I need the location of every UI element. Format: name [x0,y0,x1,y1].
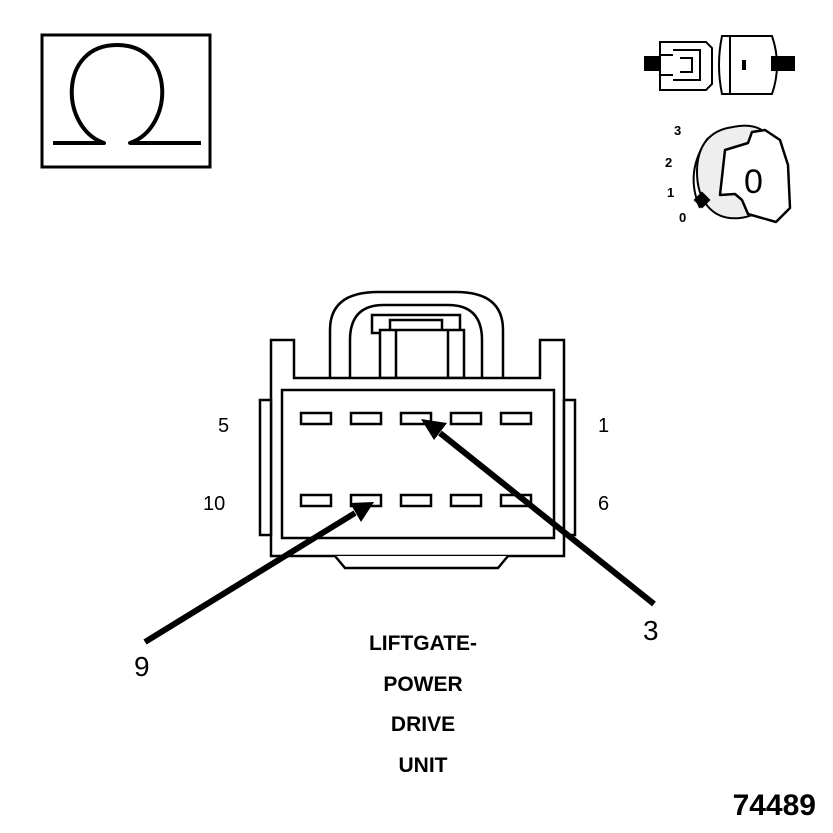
terminal-cavity [299,493,333,508]
terminal-cavity [449,493,483,508]
caption-line-4: UNIT [399,754,448,777]
ignition-key-label: 0 [744,163,763,201]
terminal-cavities [299,411,533,508]
disconnected-connector-icon [644,35,795,95]
terminal-cavity [399,493,433,508]
ignition-pointer-icon [693,191,711,209]
ignition-position-3: 3 [674,123,681,138]
ohm-frame [40,33,212,169]
pin-label-10: 10 [203,493,225,515]
pin-label-6: 6 [598,493,609,515]
ignition-key-switch-icon: 3 2 1 0 0 [665,123,792,225]
terminal-cavity [449,411,483,426]
ignition-key-icon [718,128,792,224]
ignition-position-1: 1 [667,185,674,200]
terminal-cavity [349,411,383,426]
ignition-position-2: 2 [665,155,672,170]
pin-label-5: 5 [218,415,229,437]
ignition-position-0: 0 [679,210,686,225]
callout-label-9: 9 [134,651,150,682]
terminal-cavity [399,411,433,426]
pin-label-1: 1 [598,415,609,437]
figure-number: 74489 [733,789,816,822]
callout-label-3: 3 [643,615,659,646]
callout-arrow-pin-3 [421,419,656,607]
ohm-symbol-box [40,33,212,169]
connector-body [258,290,577,570]
terminal-cavity [299,411,333,426]
caption-line-3: DRIVE [391,713,455,736]
callout-arrow-pin-9 [143,502,374,645]
caption-line-2: POWER [383,673,462,696]
terminal-cavity [499,411,533,426]
ohm-resistance-icon [53,43,201,145]
caption: LIFTGATE- POWER DRIVE UNIT [369,632,477,777]
caption-line-1: LIFTGATE- [369,632,477,655]
